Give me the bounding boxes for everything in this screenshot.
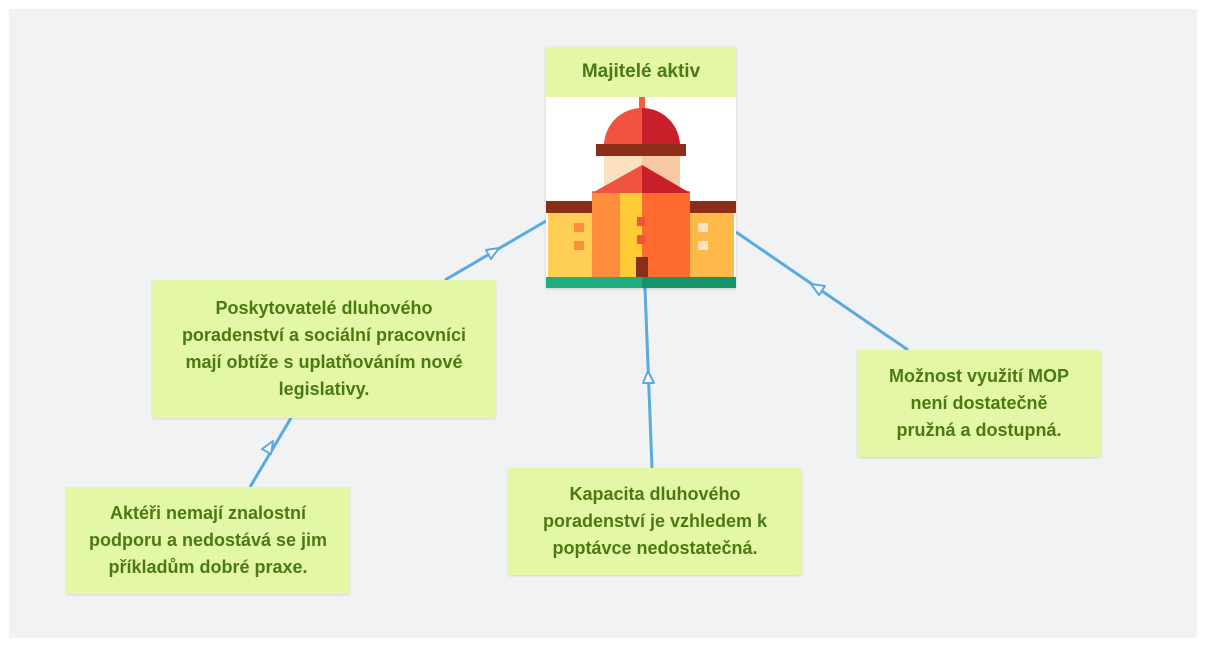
node-akteri-text: Aktéři nemají znalostní podporu a nedost… bbox=[88, 503, 328, 577]
node-poskytovatele-text: Poskytovatelé dluhového poradenství a so… bbox=[181, 298, 467, 399]
node-moznost-text: Možnost využití MOP není dostatečně pruž… bbox=[889, 366, 1069, 440]
node-akteri[interactable]: Aktéři nemají znalostní podporu a nedost… bbox=[66, 487, 350, 594]
root-title: Majitelé aktiv bbox=[546, 47, 736, 97]
government-building-icon bbox=[546, 97, 736, 288]
node-kapacita-text: Kapacita dluhového poradenství je vzhled… bbox=[542, 484, 768, 558]
node-moznost[interactable]: Možnost využití MOP není dostatečně pruž… bbox=[857, 350, 1101, 457]
node-kapacita[interactable]: Kapacita dluhového poradenství je vzhled… bbox=[508, 468, 802, 575]
root-node[interactable]: Majitelé aktiv bbox=[546, 47, 736, 288]
node-poskytovatele[interactable]: Poskytovatelé dluhového poradenství a so… bbox=[152, 280, 496, 418]
